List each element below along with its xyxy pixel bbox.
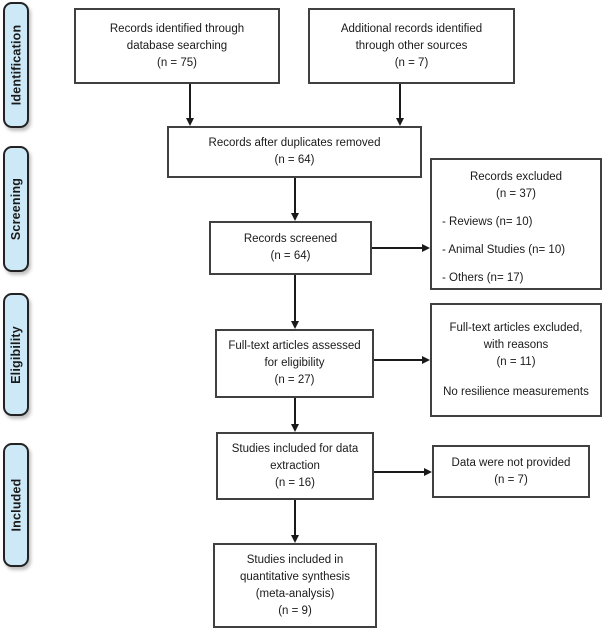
box-fulltext-assessed-line: Full-text articles assessed xyxy=(228,340,361,352)
box-duplicates-removed: Records after duplicates removed (n = 64… xyxy=(167,126,422,178)
box-quantitative-synthesis-line: quantitative synthesis xyxy=(240,570,350,583)
box-records-excluded-item-others: - Others (n= 17) xyxy=(442,272,524,284)
stage-label-screening-text: Screening xyxy=(9,177,23,241)
box-records-excluded-item-reviews: - Reviews (n= 10) xyxy=(442,216,533,228)
box-fulltext-assessed-count: (n = 27) xyxy=(274,374,315,386)
box-other-sources-line: Additional records identified xyxy=(340,22,483,35)
arrowhead-down-icon xyxy=(291,424,299,432)
box-other-sources: Additional records identified through ot… xyxy=(308,8,515,84)
box-quantitative-synthesis-line: (meta-analysis) xyxy=(255,587,335,600)
arrow-database-to-duplicates xyxy=(186,84,194,126)
box-data-extraction-count: (n = 16) xyxy=(275,476,315,489)
arrowhead-down-icon xyxy=(186,118,194,126)
arrow-screened-to-excluded xyxy=(372,244,430,252)
arrow-fulltext-to-fulltext-excluded xyxy=(374,356,430,364)
stage-label-identification-text: Identification xyxy=(9,24,24,106)
arrowhead-down-icon xyxy=(291,535,299,543)
arrow-fulltext-to-extraction xyxy=(291,398,299,432)
box-quantitative-synthesis-line: Studies included in xyxy=(246,553,344,566)
box-data-extraction-line: Studies included for data xyxy=(231,442,359,455)
arrowhead-right-icon xyxy=(424,468,432,476)
box-database-search: Records identified through database sear… xyxy=(74,8,280,84)
stage-label-screening: Screening xyxy=(3,146,29,272)
box-database-search-line: database searching xyxy=(126,39,228,52)
box-records-excluded-count: (n = 37) xyxy=(496,188,536,200)
box-fulltext-assessed-line: for eligibility xyxy=(264,357,325,369)
box-data-not-provided: Data were not provided (n = 7) xyxy=(432,445,590,498)
arrowhead-down-icon xyxy=(291,213,299,221)
box-other-sources-count: (n = 7) xyxy=(394,56,429,69)
box-records-screened-line: Records screened xyxy=(243,233,338,245)
box-records-excluded: Records excluded (n = 37) - Reviews (n= … xyxy=(430,158,602,290)
box-duplicates-removed-count: (n = 64) xyxy=(274,154,315,166)
stage-label-eligibility: Eligibility xyxy=(3,293,29,416)
box-fulltext-excluded-reason: No resilience measurements xyxy=(443,385,589,398)
arrow-other-sources-to-duplicates xyxy=(396,84,404,126)
box-data-extraction-line: extraction xyxy=(270,459,320,472)
arrow-duplicates-to-screened xyxy=(291,178,299,221)
box-records-screened-count: (n = 64) xyxy=(270,250,311,262)
box-data-not-provided-line: Data were not provided xyxy=(451,456,571,469)
stage-label-eligibility-text: Eligibility xyxy=(9,325,24,384)
box-data-extraction: Studies included for data extraction (n … xyxy=(216,432,374,500)
box-other-sources-line: through other sources xyxy=(355,39,468,52)
box-quantitative-synthesis-count: (n = 9) xyxy=(278,604,312,617)
box-database-search-count: (n = 75) xyxy=(157,56,197,69)
box-fulltext-assessed: Full-text articles assessed for eligibil… xyxy=(215,329,374,398)
box-database-search-line: Records identified through xyxy=(109,22,245,35)
box-records-excluded-title: Records excluded xyxy=(469,171,563,183)
box-records-screened: Records screened (n = 64) xyxy=(209,221,372,275)
box-fulltext-excluded-title: Full-text articles excluded, xyxy=(449,321,583,334)
box-fulltext-excluded-count: (n = 11) xyxy=(496,355,536,368)
arrow-extraction-to-synthesis xyxy=(291,500,299,543)
arrowhead-right-icon xyxy=(422,356,430,364)
box-quantitative-synthesis: Studies included in quantitative synthes… xyxy=(213,543,377,628)
box-fulltext-excluded: Full-text articles excluded, with reason… xyxy=(430,303,602,417)
arrow-screened-to-fulltext xyxy=(291,275,299,329)
stage-label-included-text: Included xyxy=(9,478,23,532)
arrowhead-down-icon xyxy=(396,118,404,126)
box-data-not-provided-count: (n = 7) xyxy=(494,473,528,486)
arrowhead-down-icon xyxy=(291,321,299,329)
stage-label-included: Included xyxy=(3,443,29,567)
arrow-extraction-to-not-provided xyxy=(374,468,432,476)
arrowhead-right-icon xyxy=(422,244,430,252)
box-duplicates-removed-line: Records after duplicates removed xyxy=(208,137,381,149)
box-fulltext-excluded-title: with reasons xyxy=(483,338,549,351)
box-records-excluded-item-animal-studies: - Animal Studies (n= 10) xyxy=(442,244,566,256)
stage-label-identification: Identification xyxy=(3,2,29,128)
